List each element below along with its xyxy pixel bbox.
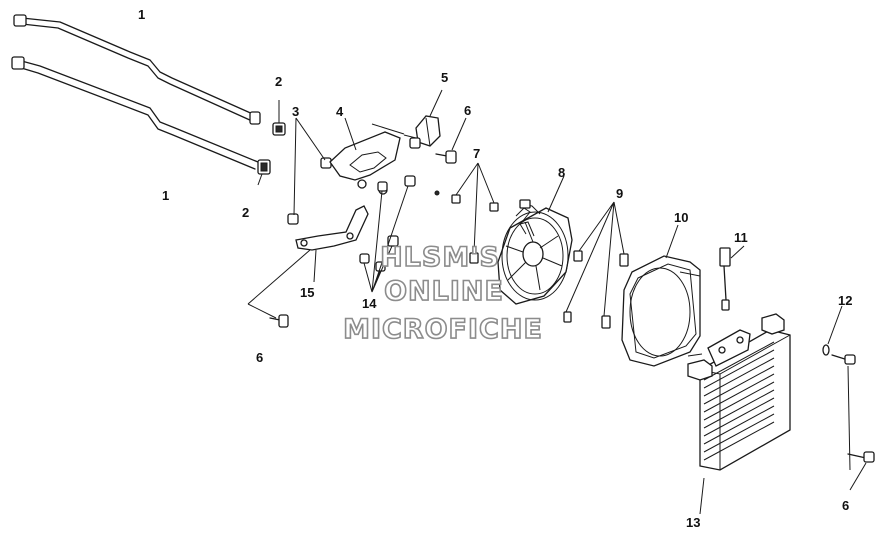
- callout-6-upper: 6: [464, 103, 471, 118]
- support-bracket: [295, 205, 369, 283]
- callout-2-upper: 2: [275, 74, 282, 89]
- callout-9: 9: [616, 186, 623, 201]
- callout-7: 7: [473, 146, 480, 161]
- clip-set: [434, 162, 499, 264]
- callout-5: 5: [441, 70, 448, 85]
- callout-labels: 1 1 2 2 3 4 5 6 6 6 7 8 9 10 11 12 13 14…: [138, 7, 852, 530]
- hose-line-lower: [11, 56, 259, 170]
- callout-3: 3: [292, 104, 299, 119]
- cooling-fan: [497, 175, 573, 305]
- callout-14: 14: [362, 296, 377, 311]
- hose-line-upper: [13, 14, 261, 125]
- callout-6-right: 6: [842, 498, 849, 513]
- fan-shroud: [621, 224, 703, 367]
- mount-bracket: [329, 117, 405, 195]
- fitting-lower: [257, 159, 271, 186]
- fitting-upper: [272, 100, 286, 136]
- callout-1-upper: 1: [138, 7, 145, 22]
- callout-12: 12: [838, 293, 852, 308]
- watermark-line-2: ONLINE: [384, 276, 504, 307]
- washer: [822, 305, 843, 356]
- callout-10: 10: [674, 210, 688, 225]
- callout-15: 15: [300, 285, 314, 300]
- callout-11: 11: [734, 230, 748, 245]
- callout-2-lower: 2: [242, 205, 249, 220]
- watermark-line-1: HLSM'S: [380, 242, 500, 273]
- callout-8: 8: [558, 165, 565, 180]
- callout-1-lower: 1: [162, 188, 169, 203]
- callout-6-lower: 6: [256, 350, 263, 365]
- watermark-line-3: MICROFICHE: [343, 314, 543, 345]
- bolt-right-pair: [831, 354, 875, 491]
- hose-clamp-set: [359, 175, 416, 293]
- bolt-lower-left: [247, 249, 311, 328]
- callout-4: 4: [336, 104, 344, 119]
- oil-cooler: [687, 313, 791, 515]
- bolt-upper: [435, 117, 467, 164]
- watermark: HLSM'S ONLINE MICROFICHE: [342, 241, 543, 346]
- cap: [403, 89, 443, 149]
- small-clip-set: [563, 201, 629, 329]
- callout-13: 13: [686, 515, 700, 530]
- temp-sensor: [719, 245, 745, 311]
- nut-set: [287, 117, 332, 225]
